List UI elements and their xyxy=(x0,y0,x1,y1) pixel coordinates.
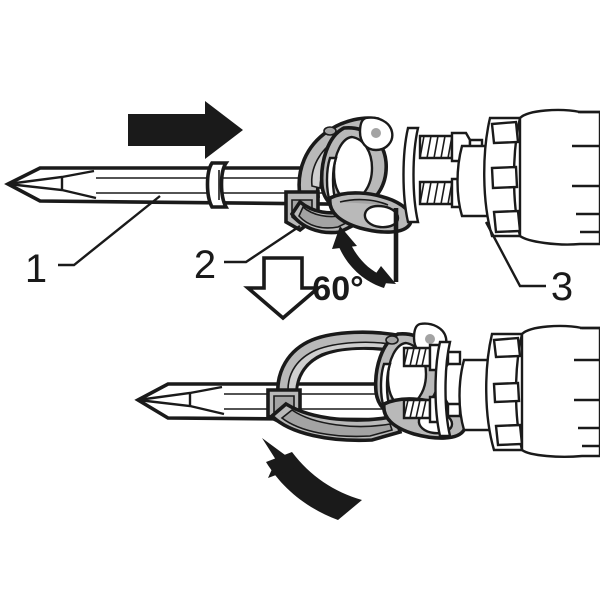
tool-housing-closed xyxy=(434,324,600,458)
callout-2: 2 xyxy=(194,243,216,287)
tool-housing xyxy=(402,108,600,246)
insert-arrow xyxy=(128,101,243,159)
latch-pivot-knuckle xyxy=(319,116,413,234)
callout-leaders-upper xyxy=(58,195,546,288)
rotation-annotation xyxy=(332,208,399,288)
step-arrow xyxy=(243,256,323,321)
spring-bolt-upper-closed xyxy=(402,343,462,372)
upper-panel: 1 2 3 60° xyxy=(4,101,600,309)
angle-label: 60° xyxy=(312,270,363,308)
callout-1: 1 xyxy=(25,247,47,291)
chisel-shank xyxy=(4,166,332,206)
chisel-collar xyxy=(205,161,230,209)
callout-3: 3 xyxy=(551,265,573,309)
latch-pivot-knuckle-closed xyxy=(373,322,467,440)
lower-panel xyxy=(134,322,600,520)
close-arrow xyxy=(262,438,362,520)
